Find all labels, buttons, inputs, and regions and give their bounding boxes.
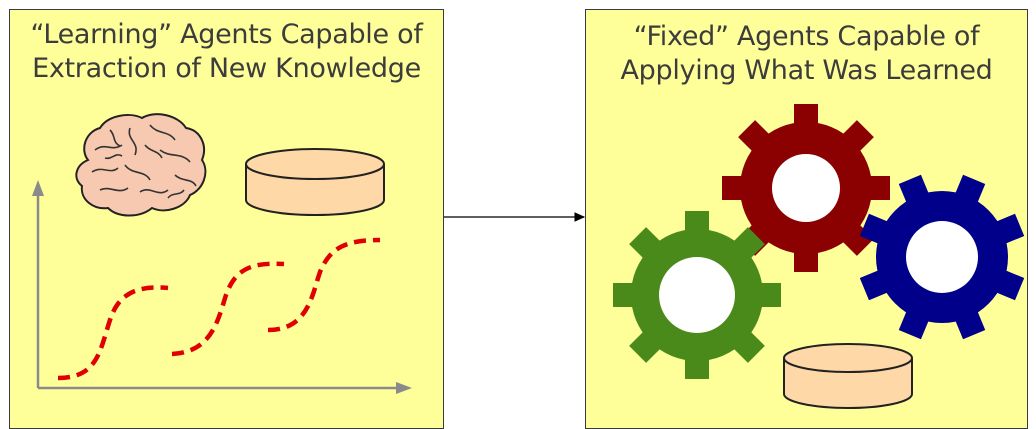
database-icon-right <box>783 343 913 409</box>
learning-title-line-1: “Learning” Agents Capable of <box>30 19 423 50</box>
fixed-title-line-1: “Fixed” Agents Capable of <box>633 21 980 52</box>
learning-title-line-2: Extraction of New Knowledge <box>32 53 421 84</box>
dashed-curve <box>57 237 381 381</box>
database-icon <box>245 148 385 216</box>
chart-axes <box>32 180 412 394</box>
learning-agents-panel: “Learning” Agents Capable of Extraction … <box>9 9 444 429</box>
learning-agents-title: “Learning” Agents Capable of Extraction … <box>10 18 443 86</box>
fixed-title-line-2: Applying What Was Learned <box>620 55 993 86</box>
gear-icon-green <box>613 211 781 379</box>
fixed-agents-title: “Fixed” Agents Capable of Applying What … <box>586 20 1027 88</box>
gear-icon-blue <box>859 174 1025 340</box>
brain-icon <box>75 113 207 217</box>
